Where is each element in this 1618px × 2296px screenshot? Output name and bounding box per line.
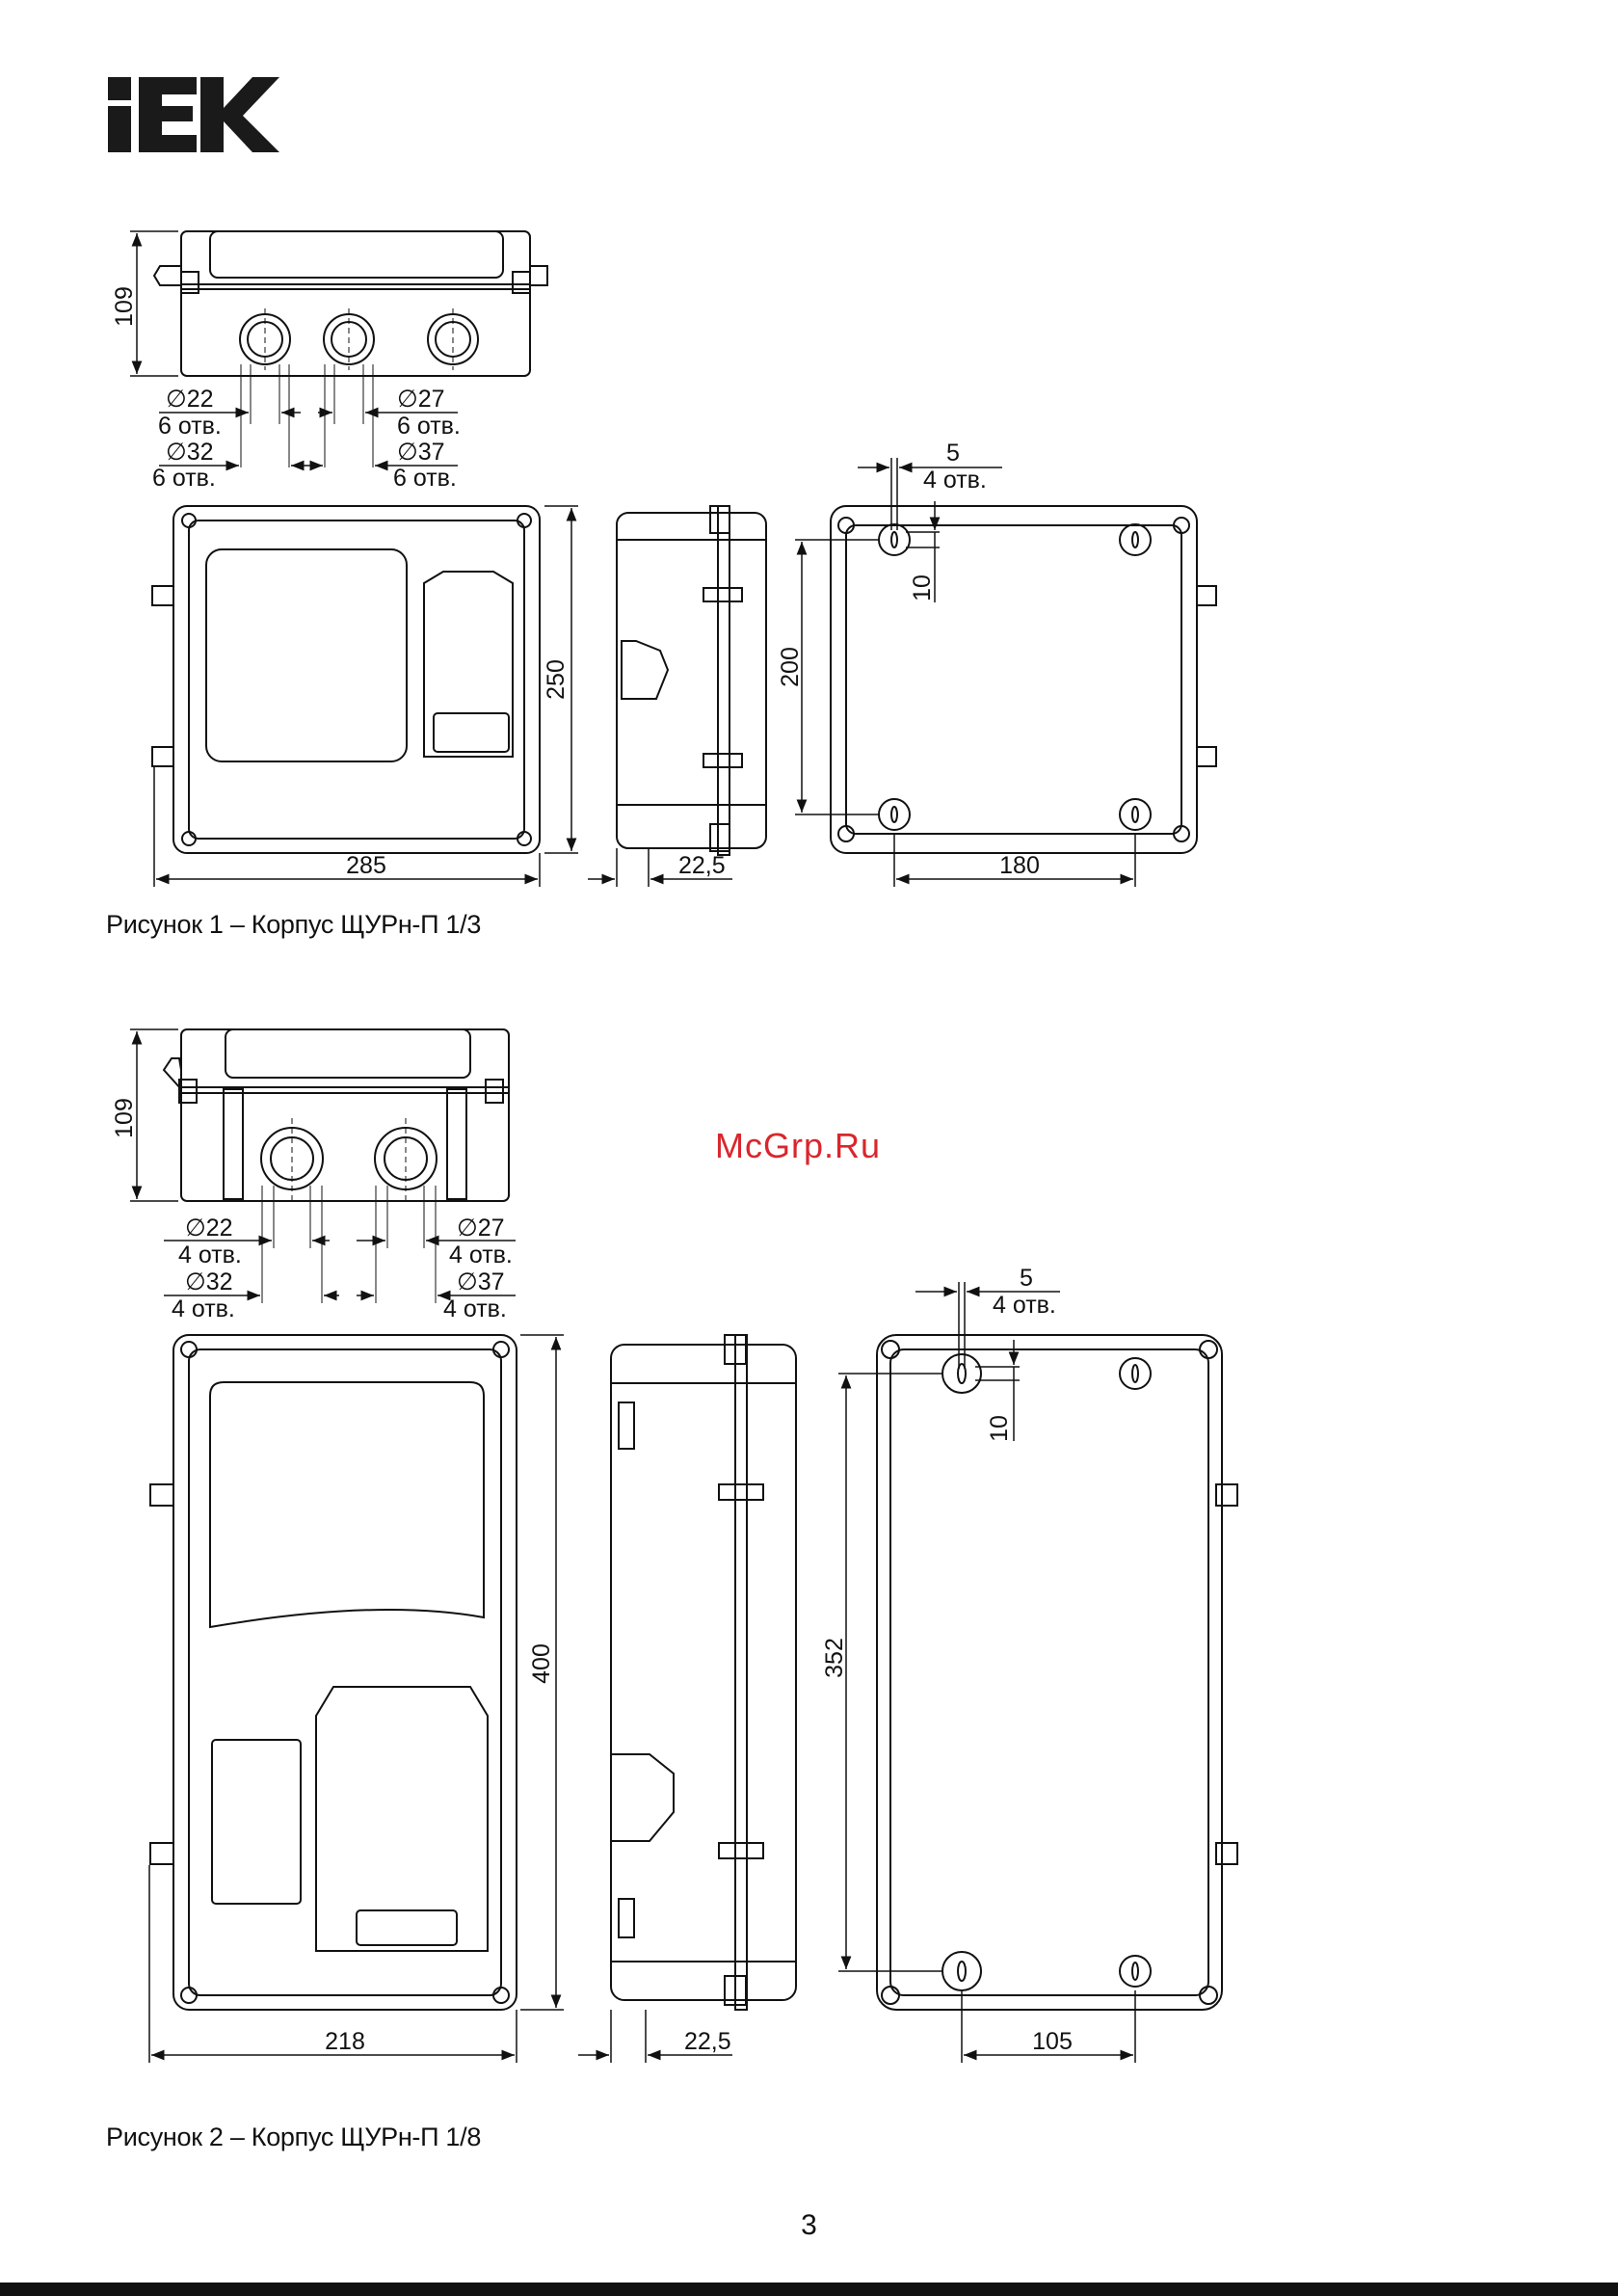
fig1-hole-right-d2: ∅37 [397,439,445,466]
fig1-height-label: 109 [111,286,138,327]
fig2-front-height: 400 [528,1643,555,1684]
fig2-height-label: 109 [111,1098,138,1138]
fig2-back-view [877,1335,1237,2010]
fig1-side-view [617,506,766,855]
fig1-back-mount-height: 200 [777,647,804,687]
fig2-back-hole-count: 4 отв. [993,1292,1056,1319]
fig1-hole-left-d2: ∅32 [166,439,214,466]
fig1-back-view [831,506,1216,853]
fig2-hole-left-d2: ∅32 [185,1268,233,1295]
fig1-back-hole-offset: 10 [909,574,936,601]
fig1-front-height: 250 [543,659,570,700]
fig2-side-view [611,1335,796,2010]
fig2-back-hole-size: 5 [1020,1265,1033,1292]
bottom-rule [0,2283,1618,2296]
page-number: 3 [0,2209,1618,2242]
fig1-back-hole-size: 5 [946,440,960,467]
fig2-front-view [150,1335,517,2010]
fig1-side-depth: 22,5 [678,852,726,879]
fig1-hole-left-n1: 6 отв. [158,413,222,440]
fig1-front-dimensions [154,506,578,887]
fig2-back-mount-height: 352 [821,1638,848,1678]
fig2-hole-right-d1: ∅27 [457,1215,505,1241]
fig1-back-mount-width: 180 [999,852,1040,879]
fig2-hole-right-n1: 4 отв. [449,1241,513,1268]
fig1-front-view [152,506,540,853]
figure2-caption: Рисунок 2 – Корпус ЩУРн-П 1/8 [106,2122,481,2152]
fig1-hole-right-d1: ∅27 [397,386,445,413]
fig2-hole-right-d2: ∅37 [457,1268,505,1295]
fig1-hole-left-n2: 6 отв. [152,465,216,492]
fig1-hole-left-d1: ∅22 [166,386,214,413]
fig1-hole-right-n2: 6 отв. [393,465,457,492]
fig1-front-width: 285 [346,852,386,879]
fig2-hole-right-n2: 4 отв. [443,1295,507,1322]
fig2-hole-left-n1: 4 отв. [178,1241,242,1268]
fig2-back-dimensions [838,1282,1135,2063]
watermark-text: McGrp.Ru [715,1126,881,1166]
fig2-back-mount-width: 105 [1032,2028,1073,2055]
fig1-hole-right-n1: 6 отв. [397,413,461,440]
fig2-hole-left-d1: ∅22 [185,1215,233,1241]
fig2-side-depth: 22,5 [684,2028,731,2055]
iek-logo [108,77,279,152]
figure1-caption: Рисунок 1 – Корпус ЩУРн-П 1/3 [106,910,481,940]
fig2-hole-left-n2: 4 отв. [172,1295,235,1322]
fig1-back-hole-count: 4 отв. [923,467,987,494]
fig2-front-width: 218 [325,2028,365,2055]
fig2-back-hole-offset: 10 [986,1415,1013,1442]
